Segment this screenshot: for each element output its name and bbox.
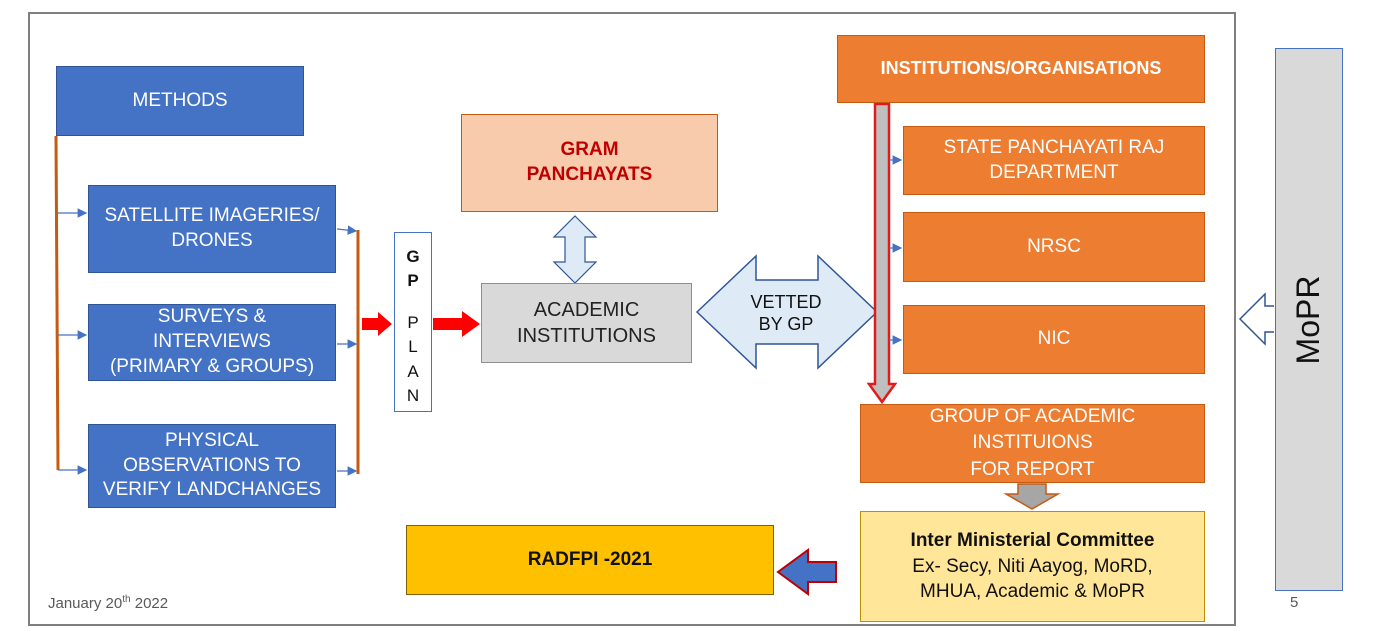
gp-plan-letter: N bbox=[406, 385, 420, 405]
committee-box: Inter Ministerial Committee Ex- Secy, Ni… bbox=[860, 511, 1205, 622]
academic-institutions-box: ACADEMIC INSTITUTIONS bbox=[481, 283, 692, 363]
institutions-box: INSTITUTIONS/ORGANISATIONS bbox=[837, 35, 1205, 103]
methods-box: METHODS bbox=[56, 66, 304, 136]
committee-members-line: Ex- Secy, Niti Aayog, MoRD, bbox=[912, 555, 1153, 577]
radfpi-box: RADFPI -2021 bbox=[406, 525, 774, 595]
footer-date-sup: th bbox=[122, 594, 131, 605]
gp-plan-letter: A bbox=[407, 361, 419, 381]
connector-from-satellite bbox=[336, 225, 358, 235]
method-surveys-box: SURVEYS & INTERVIEWS (PRIMARY & GROUPS) bbox=[88, 304, 336, 381]
committee-title: Inter Ministerial Committee bbox=[910, 530, 1155, 552]
committee-members-line: MHUA, Academic & MoPR bbox=[920, 581, 1145, 603]
page-number: 5 bbox=[1290, 594, 1299, 611]
gp-plan-letter: P bbox=[407, 313, 419, 333]
slide-frame bbox=[28, 12, 1236, 626]
mopr-label: MoPR bbox=[1290, 275, 1327, 364]
mopr-box: MoPR bbox=[1275, 48, 1343, 591]
footer-date-suffix: 2022 bbox=[130, 595, 169, 612]
footer-date-prefix: January 20 bbox=[48, 595, 123, 612]
gp-plan-letter: G bbox=[406, 247, 420, 266]
gram-panchayats-box: GRAM PANCHAYATS bbox=[461, 114, 718, 212]
institutions-down-arrow bbox=[866, 102, 898, 405]
arrow-group-to-committee bbox=[1003, 483, 1061, 510]
method-satellite-box: SATELLITE IMAGERIES/ DRONES bbox=[88, 185, 336, 273]
red-arrow-to-gp-plan bbox=[362, 312, 392, 336]
red-arrow-to-academic bbox=[433, 311, 480, 337]
vetted-by-gp-label: VETTED BY GP bbox=[750, 291, 822, 335]
method-physical-box: PHYSICAL OBSERVATIONS TO VERIFY LANDCHAN… bbox=[88, 424, 336, 508]
footer-date: January 20th 2022 bbox=[48, 594, 168, 612]
spr-department-box: STATE PANCHAYATI RAJ DEPARTMENT bbox=[903, 126, 1205, 195]
methods-tree-line bbox=[54, 135, 60, 471]
nrsc-box: NRSC bbox=[903, 212, 1205, 282]
nic-box: NIC bbox=[903, 305, 1205, 374]
arrow-committee-to-radfpi bbox=[776, 548, 837, 596]
gp-plan-letter: P bbox=[407, 271, 419, 291]
double-arrow-gram-academic bbox=[552, 215, 598, 284]
gp-plan-box: G P P L A N bbox=[394, 232, 432, 412]
group-academic-box: GROUP OF ACADEMIC INSTITUIONS FOR REPORT bbox=[860, 404, 1205, 483]
gp-plan-letter: L bbox=[408, 337, 418, 357]
arrow-mopr-left bbox=[1238, 292, 1274, 346]
